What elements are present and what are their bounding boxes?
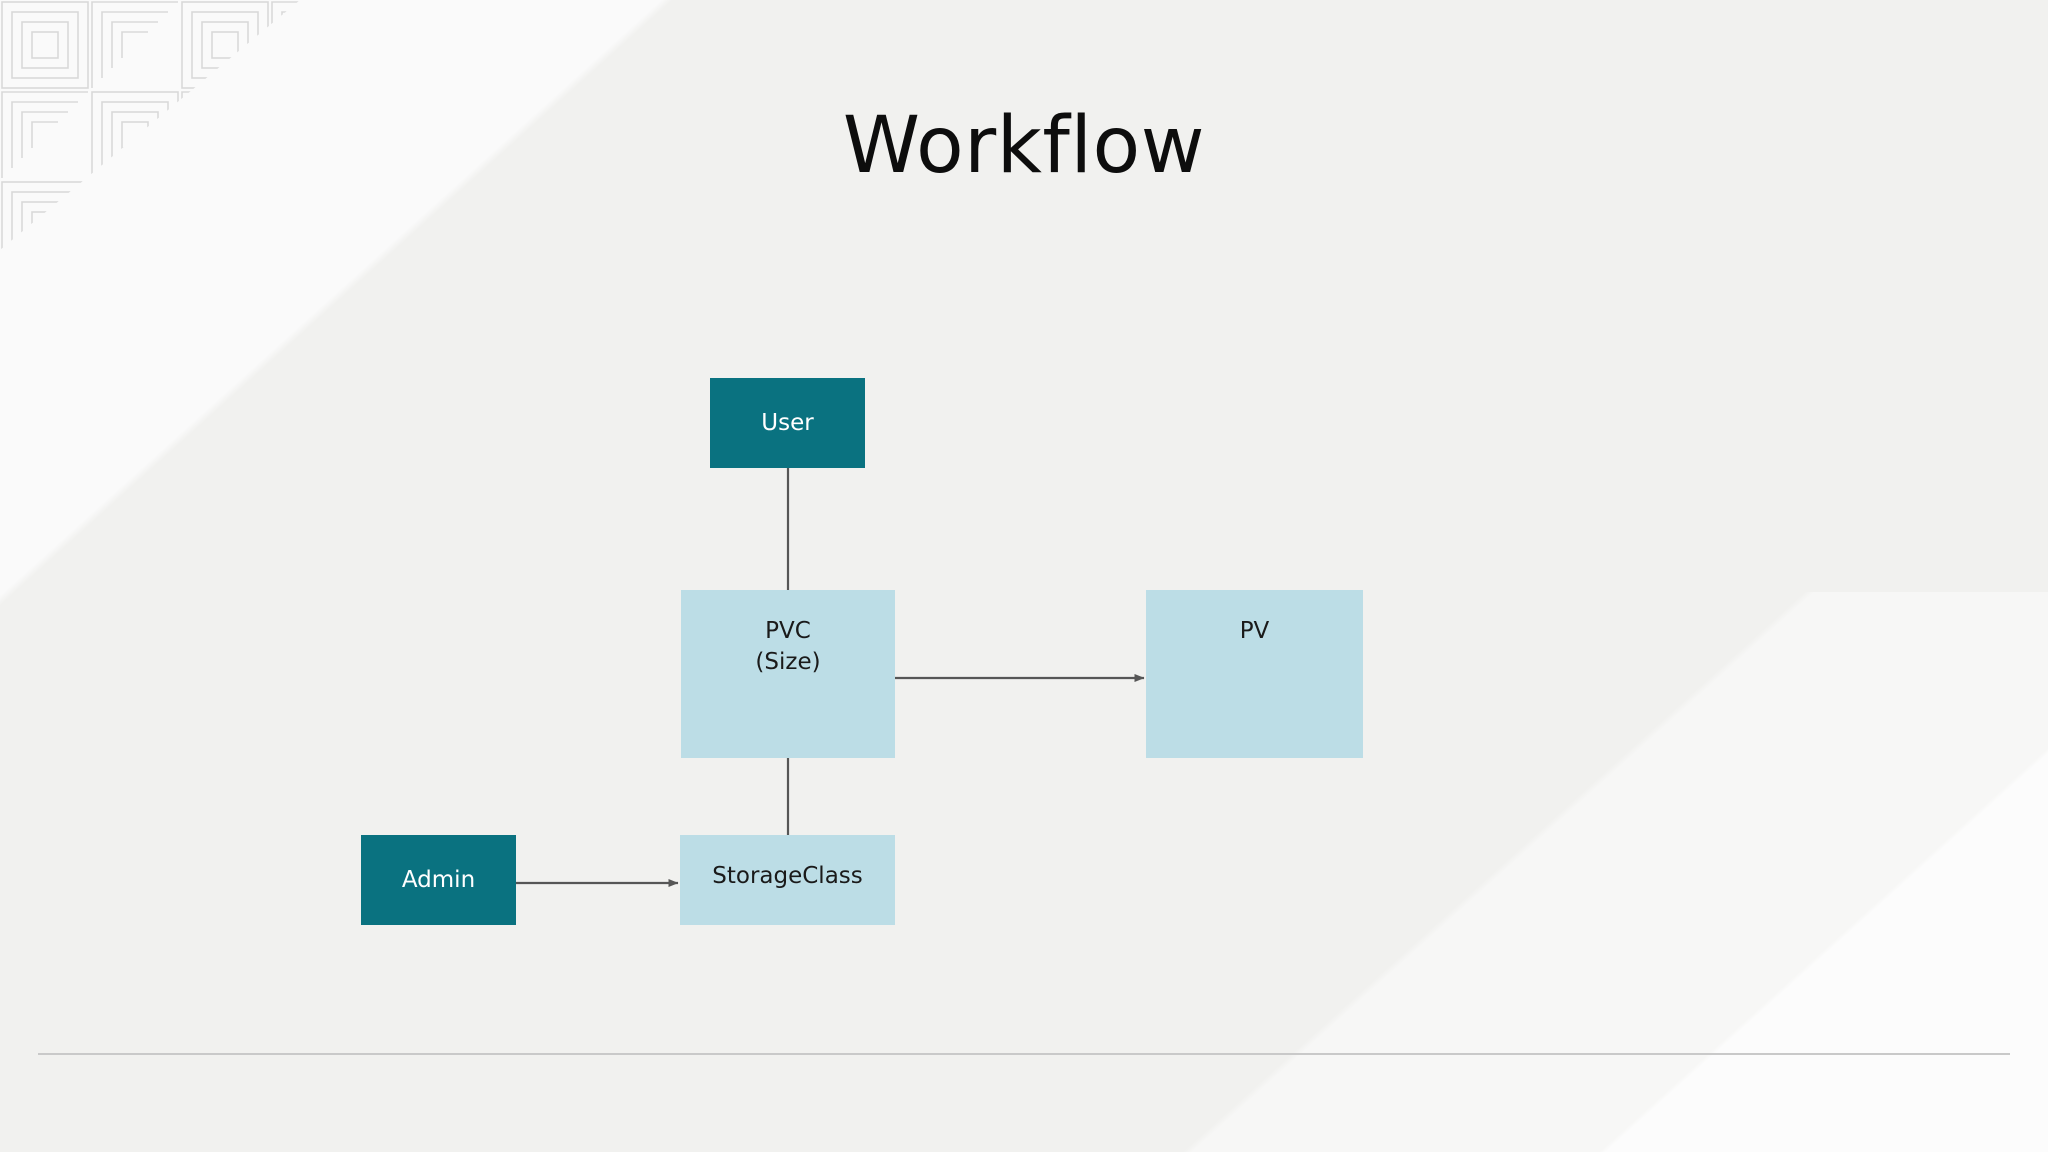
node-admin-label: Admin xyxy=(401,866,476,893)
node-pvc-label: PVC (Size) xyxy=(755,618,821,675)
node-storageclass[interactable]: StorageClass xyxy=(680,835,895,925)
node-storageclass-label: StorageClass xyxy=(712,863,863,889)
node-pv-label: PV xyxy=(1239,618,1270,644)
node-user[interactable]: User xyxy=(710,378,865,468)
node-user-label: User xyxy=(761,409,814,436)
page-title: Workflow xyxy=(842,101,1206,191)
node-pv[interactable]: PV xyxy=(1146,590,1363,758)
node-pvc[interactable]: PVC (Size) xyxy=(681,590,895,758)
footer-divider xyxy=(38,1053,2010,1055)
node-admin[interactable]: Admin xyxy=(361,835,516,925)
